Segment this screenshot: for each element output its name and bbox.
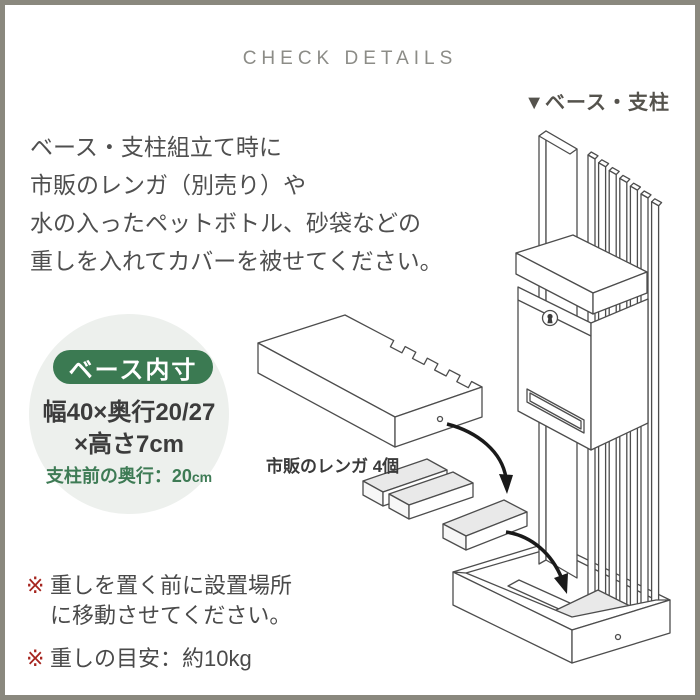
bricks <box>363 459 527 550</box>
note-line: 重しの目安：約10kg <box>50 646 252 671</box>
description-line: 市販のレンガ（別売り）や <box>30 172 306 198</box>
caution-note: ※ 重しを置く前に設置場所 に移動させてください。 <box>26 571 292 631</box>
section-label-text: ベース・支柱 <box>545 92 670 114</box>
mail-slot <box>527 389 584 433</box>
section-label: ▼ベース・支柱 <box>524 86 670 115</box>
curved-arrow-icon <box>447 424 513 494</box>
pillar-depth-text: 支柱前の奥行：20 <box>45 466 192 486</box>
caution-notes: ※ 重しを置く前に設置場所 に移動させてください。 ※ 重しの目安：約10kg <box>26 571 292 674</box>
assembly-illustration <box>5 5 695 695</box>
description-text: ベース・支柱組立て時に 市販のレンガ（別売り）や 水の入ったペットボトル、砂袋な… <box>30 128 443 280</box>
triangle-down-icon: ▼ <box>524 92 545 114</box>
description-line: 水の入ったペットボトル、砂袋などの <box>30 210 421 236</box>
screw-icon <box>616 635 621 640</box>
cover-box <box>258 315 482 447</box>
screw-icon <box>438 417 443 422</box>
base-dimensions-badge: ベース内寸 幅40×奥行20/27 ×高さ7cm 支柱前の奥行：20cm <box>29 314 229 514</box>
badge-title: ベース内寸 <box>53 350 213 384</box>
note-line: 重しを置く前に設置場所 <box>50 573 293 598</box>
bricks-label: 市販のレンガ 4個 <box>266 457 400 476</box>
description-line: ベース・支柱組立て時に <box>30 134 282 160</box>
description-line: 重しを入れてカバーを被せてください。 <box>30 248 443 274</box>
mailbox <box>516 235 648 450</box>
curved-arrow-icon <box>506 532 568 594</box>
pillar-depth-unit: cm <box>191 469 213 485</box>
page-title: CHECK DETAILS <box>242 48 458 69</box>
keyhole-icon <box>543 311 558 326</box>
badge-pillar-depth-note: 支柱前の奥行：20cm <box>29 462 229 488</box>
reference-mark-icon: ※ <box>26 646 45 671</box>
reference-mark-icon: ※ <box>26 573 45 598</box>
badge-dimension-line1: 幅40×奥行20/27 <box>42 399 216 426</box>
caution-note: ※ 重しの目安：約10kg <box>26 644 292 674</box>
brick <box>443 500 527 550</box>
base-tray <box>453 572 670 663</box>
note-line: に移動させてください。 <box>50 603 292 628</box>
badge-dimension-line2: ×高さ7cm <box>73 431 185 458</box>
brick <box>389 472 473 519</box>
